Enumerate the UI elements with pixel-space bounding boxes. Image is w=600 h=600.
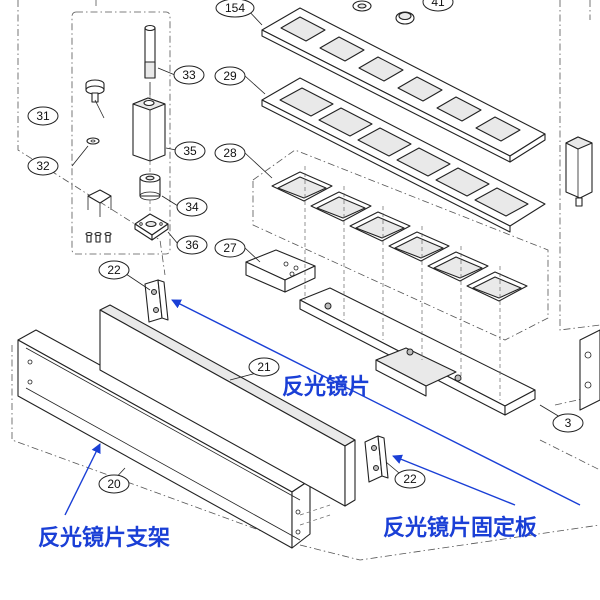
washer (86, 137, 100, 145)
callout-22-right: 22 (394, 469, 426, 489)
callout-20: 20 (98, 474, 130, 494)
callout-34: 34 (176, 197, 208, 217)
mounting-plate (134, 213, 169, 241)
callout-3: 3 (552, 413, 584, 433)
callout-21: 21 (248, 357, 280, 377)
right-side-parts (565, 136, 600, 411)
reflector-mirror-21 (99, 304, 356, 507)
svg-text:28: 28 (223, 146, 237, 160)
label-reflector: 反光镜片 (282, 374, 370, 400)
svg-text:21: 21 (257, 360, 271, 374)
fixing-plate-22-right (364, 435, 389, 483)
thumb-screw (85, 79, 105, 103)
holder-27 (245, 166, 536, 416)
svg-text:154: 154 (225, 1, 245, 15)
fastener-kit-group (71, 11, 171, 255)
callout-28: 28 (214, 143, 246, 163)
reflector-bracket-20 (17, 329, 331, 549)
svg-text:36: 36 (185, 238, 199, 252)
svg-text:32: 32 (36, 159, 50, 173)
fixing-plate-22-left (144, 279, 169, 323)
svg-text:41: 41 (431, 0, 445, 9)
cups-28 (252, 149, 549, 341)
svg-text:3: 3 (565, 416, 572, 430)
callout-22-left: 22 (98, 260, 130, 280)
callout-32: 32 (27, 156, 59, 176)
svg-text:29: 29 (223, 69, 237, 83)
tray-154 (261, 7, 546, 163)
bushing-block (132, 97, 166, 162)
svg-text:34: 34 (185, 200, 199, 214)
callout-154: 154 (215, 0, 255, 18)
annotation-arrows (64, 299, 581, 516)
label-reflector-bracket: 反光镜片支架 (38, 525, 170, 551)
svg-text:20: 20 (107, 477, 121, 491)
svg-text:22: 22 (107, 263, 121, 277)
svg-text:27: 27 (223, 241, 237, 255)
svg-text:31: 31 (36, 109, 50, 123)
svg-text:22: 22 (403, 472, 417, 486)
frame-29 (261, 77, 546, 233)
callout-31: 31 (27, 106, 59, 126)
callout-41: 41 (422, 0, 454, 12)
label-reflector-fixing-plate: 反光镜片固定板 (383, 515, 538, 541)
callout-33: 33 (173, 65, 205, 85)
collar (139, 173, 161, 201)
callout-36: 36 (176, 235, 208, 255)
guide-pin (144, 24, 156, 95)
callout-29: 29 (214, 66, 246, 86)
svg-text:33: 33 (182, 68, 196, 82)
knob-parts (352, 0, 415, 25)
callout-35: 35 (174, 141, 206, 161)
small-screws (85, 189, 112, 243)
callout-27: 27 (214, 238, 246, 258)
svg-text:35: 35 (183, 144, 197, 158)
